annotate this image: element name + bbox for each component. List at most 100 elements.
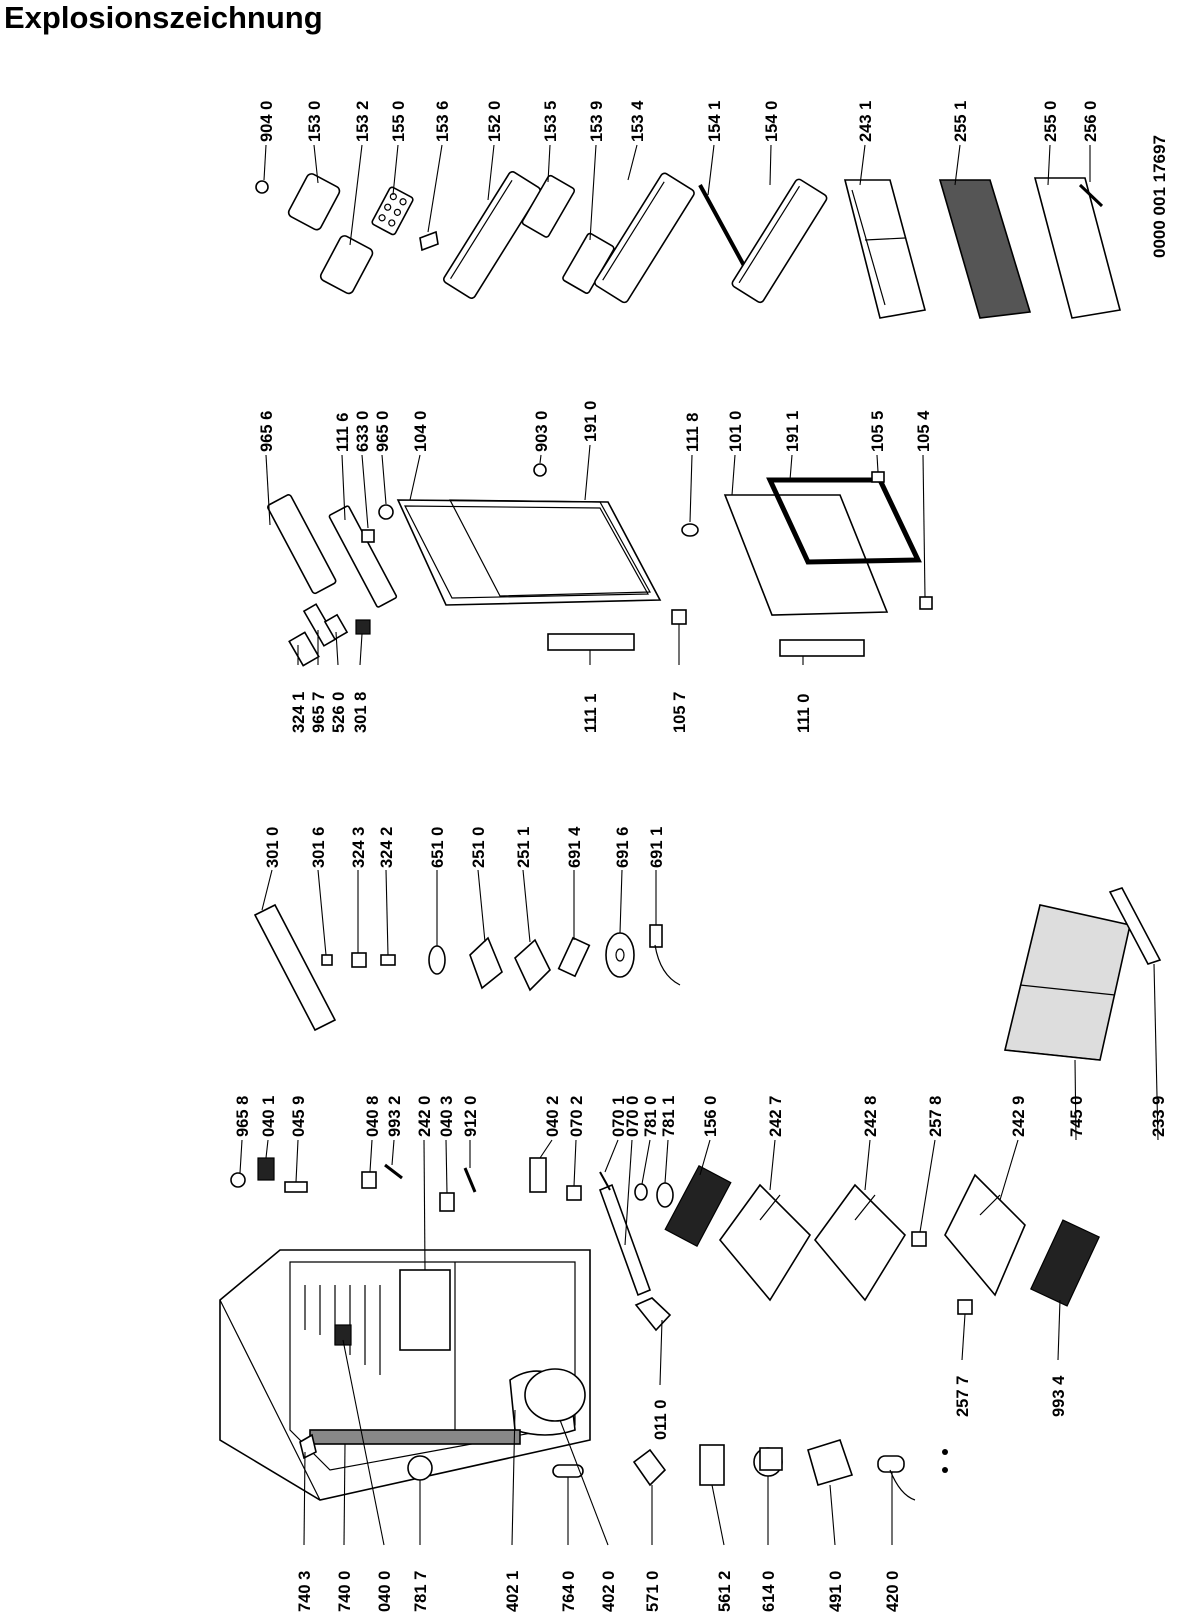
callout-label: 740 3 xyxy=(296,1571,314,1612)
part-691-1 xyxy=(649,924,681,986)
part-402-0 xyxy=(524,1368,586,1422)
callout-label: 633 0 xyxy=(354,411,372,452)
part-251-0 xyxy=(469,936,503,990)
page-title: Explosionszeichnung xyxy=(4,0,323,35)
callout-label: 904 0 xyxy=(258,101,276,142)
callout-label: 040 3 xyxy=(438,1096,456,1137)
callout-label: 402 1 xyxy=(504,1571,522,1612)
callout-label: 153 6 xyxy=(434,101,452,142)
callout-label: 324 1 xyxy=(290,692,308,733)
part-571-0 xyxy=(632,1448,667,1487)
callout-label: 153 5 xyxy=(542,101,560,142)
callout-labels: 904 0 153 0 153 2 155 0 153 6 152 0 153 … xyxy=(234,100,1168,1612)
callout-label: 111 6 xyxy=(334,413,352,452)
part-993-4 xyxy=(1030,1219,1100,1307)
callout-label: 070 2 xyxy=(568,1096,586,1137)
part-070-1 xyxy=(599,1171,611,1191)
part-105-5 xyxy=(871,471,885,483)
cabinet-group xyxy=(219,1183,672,1501)
callout-label: 965 7 xyxy=(310,692,328,733)
part-614-0 xyxy=(753,1447,783,1477)
callout-label: 912 0 xyxy=(462,1096,480,1137)
drawer-parts-group xyxy=(230,887,1162,1315)
callout-label: 111 0 xyxy=(795,694,813,733)
callout-label: 105 7 xyxy=(671,692,689,733)
part-691-6 xyxy=(605,932,635,978)
door-parts-group xyxy=(255,171,1121,319)
part-526-0 xyxy=(323,613,349,641)
part-255-1 xyxy=(938,179,1032,319)
callout-label: 993 2 xyxy=(386,1096,404,1137)
callout-label: 191 0 xyxy=(582,401,600,442)
callout-label: 233 9 xyxy=(1150,1096,1168,1137)
callout-label: 614 0 xyxy=(760,1571,778,1612)
part-111-8 xyxy=(681,523,699,537)
part-912-0 xyxy=(463,1167,477,1193)
callout-label: 324 2 xyxy=(378,827,396,868)
door-assembly-group xyxy=(267,463,933,667)
callout-label: 191 1 xyxy=(784,411,802,452)
part-904-0 xyxy=(255,180,269,194)
callout-label: 242 0 xyxy=(416,1096,434,1137)
callout-label: 251 0 xyxy=(470,827,488,868)
callout-label: 242 9 xyxy=(1010,1096,1028,1137)
callout-label: 156 0 xyxy=(702,1096,720,1137)
callout-label: 571 0 xyxy=(644,1571,662,1612)
part-740-3 xyxy=(299,1433,317,1460)
part-324-2 xyxy=(380,954,396,966)
callout-label: 257 7 xyxy=(954,1376,972,1417)
callout-label: 257 8 xyxy=(927,1096,945,1137)
part-633-0 xyxy=(361,529,375,543)
part-257-8 xyxy=(911,1231,927,1247)
part-011-0 xyxy=(634,1297,672,1332)
part-153-4 xyxy=(594,172,695,304)
part-903-0 xyxy=(533,463,547,477)
part-243-1 xyxy=(843,179,926,319)
callout-label: 251 1 xyxy=(515,827,533,868)
part-153-2 xyxy=(319,235,374,295)
callout-label: 255 1 xyxy=(952,101,970,142)
part-045-9 xyxy=(284,1181,308,1193)
part-040-8 xyxy=(361,1171,377,1189)
callout-label: 111 1 xyxy=(582,694,600,733)
callout-label: 324 3 xyxy=(350,827,368,868)
part-491-0 xyxy=(807,1439,854,1486)
callout-label: 045 9 xyxy=(290,1096,308,1137)
part-153-5 xyxy=(521,174,576,238)
callout-label: 965 0 xyxy=(374,411,392,452)
callout-label: 965 8 xyxy=(234,1096,252,1137)
part-965-6 xyxy=(267,494,337,595)
callout-label: 154 1 xyxy=(706,101,724,142)
callout-label: 153 4 xyxy=(629,100,647,142)
part-965-0 xyxy=(378,504,394,520)
part-191-1 xyxy=(766,477,922,565)
part-111-0 xyxy=(779,639,865,657)
callout-label: 561 2 xyxy=(716,1571,734,1612)
part-153-0 xyxy=(287,173,341,231)
leader-lines xyxy=(239,144,1159,1546)
callout-label: 301 8 xyxy=(352,692,370,733)
part-040-3 xyxy=(439,1192,455,1212)
callout-label: 526 0 xyxy=(330,692,348,733)
callout-label: 155 0 xyxy=(390,101,408,142)
callout-label: 256 0 xyxy=(1082,101,1100,142)
callout-label: 691 6 xyxy=(614,827,632,868)
electrical-parts-group xyxy=(632,1439,948,1501)
callout-label: 153 9 xyxy=(588,101,606,142)
callout-label: 965 6 xyxy=(258,411,276,452)
part-301-6 xyxy=(321,954,333,966)
part-104-0 xyxy=(396,499,662,606)
callout-label: 011 0 xyxy=(652,1400,670,1440)
callout-label: 745 0 xyxy=(1068,1096,1086,1137)
callout-label: 101 0 xyxy=(727,411,745,452)
part-153-6 xyxy=(419,230,439,252)
part-781-1 xyxy=(656,1182,674,1208)
part-301-8 xyxy=(355,619,371,635)
part-255-0 xyxy=(1033,177,1121,319)
part-shelves-inner xyxy=(304,1285,381,1375)
callout-label: 255 0 xyxy=(1042,101,1060,142)
callout-label: 651 0 xyxy=(429,827,447,868)
callout-label: 691 4 xyxy=(566,826,584,868)
callout-label: 105 4 xyxy=(915,410,933,452)
part-242-9 xyxy=(944,1173,1026,1297)
